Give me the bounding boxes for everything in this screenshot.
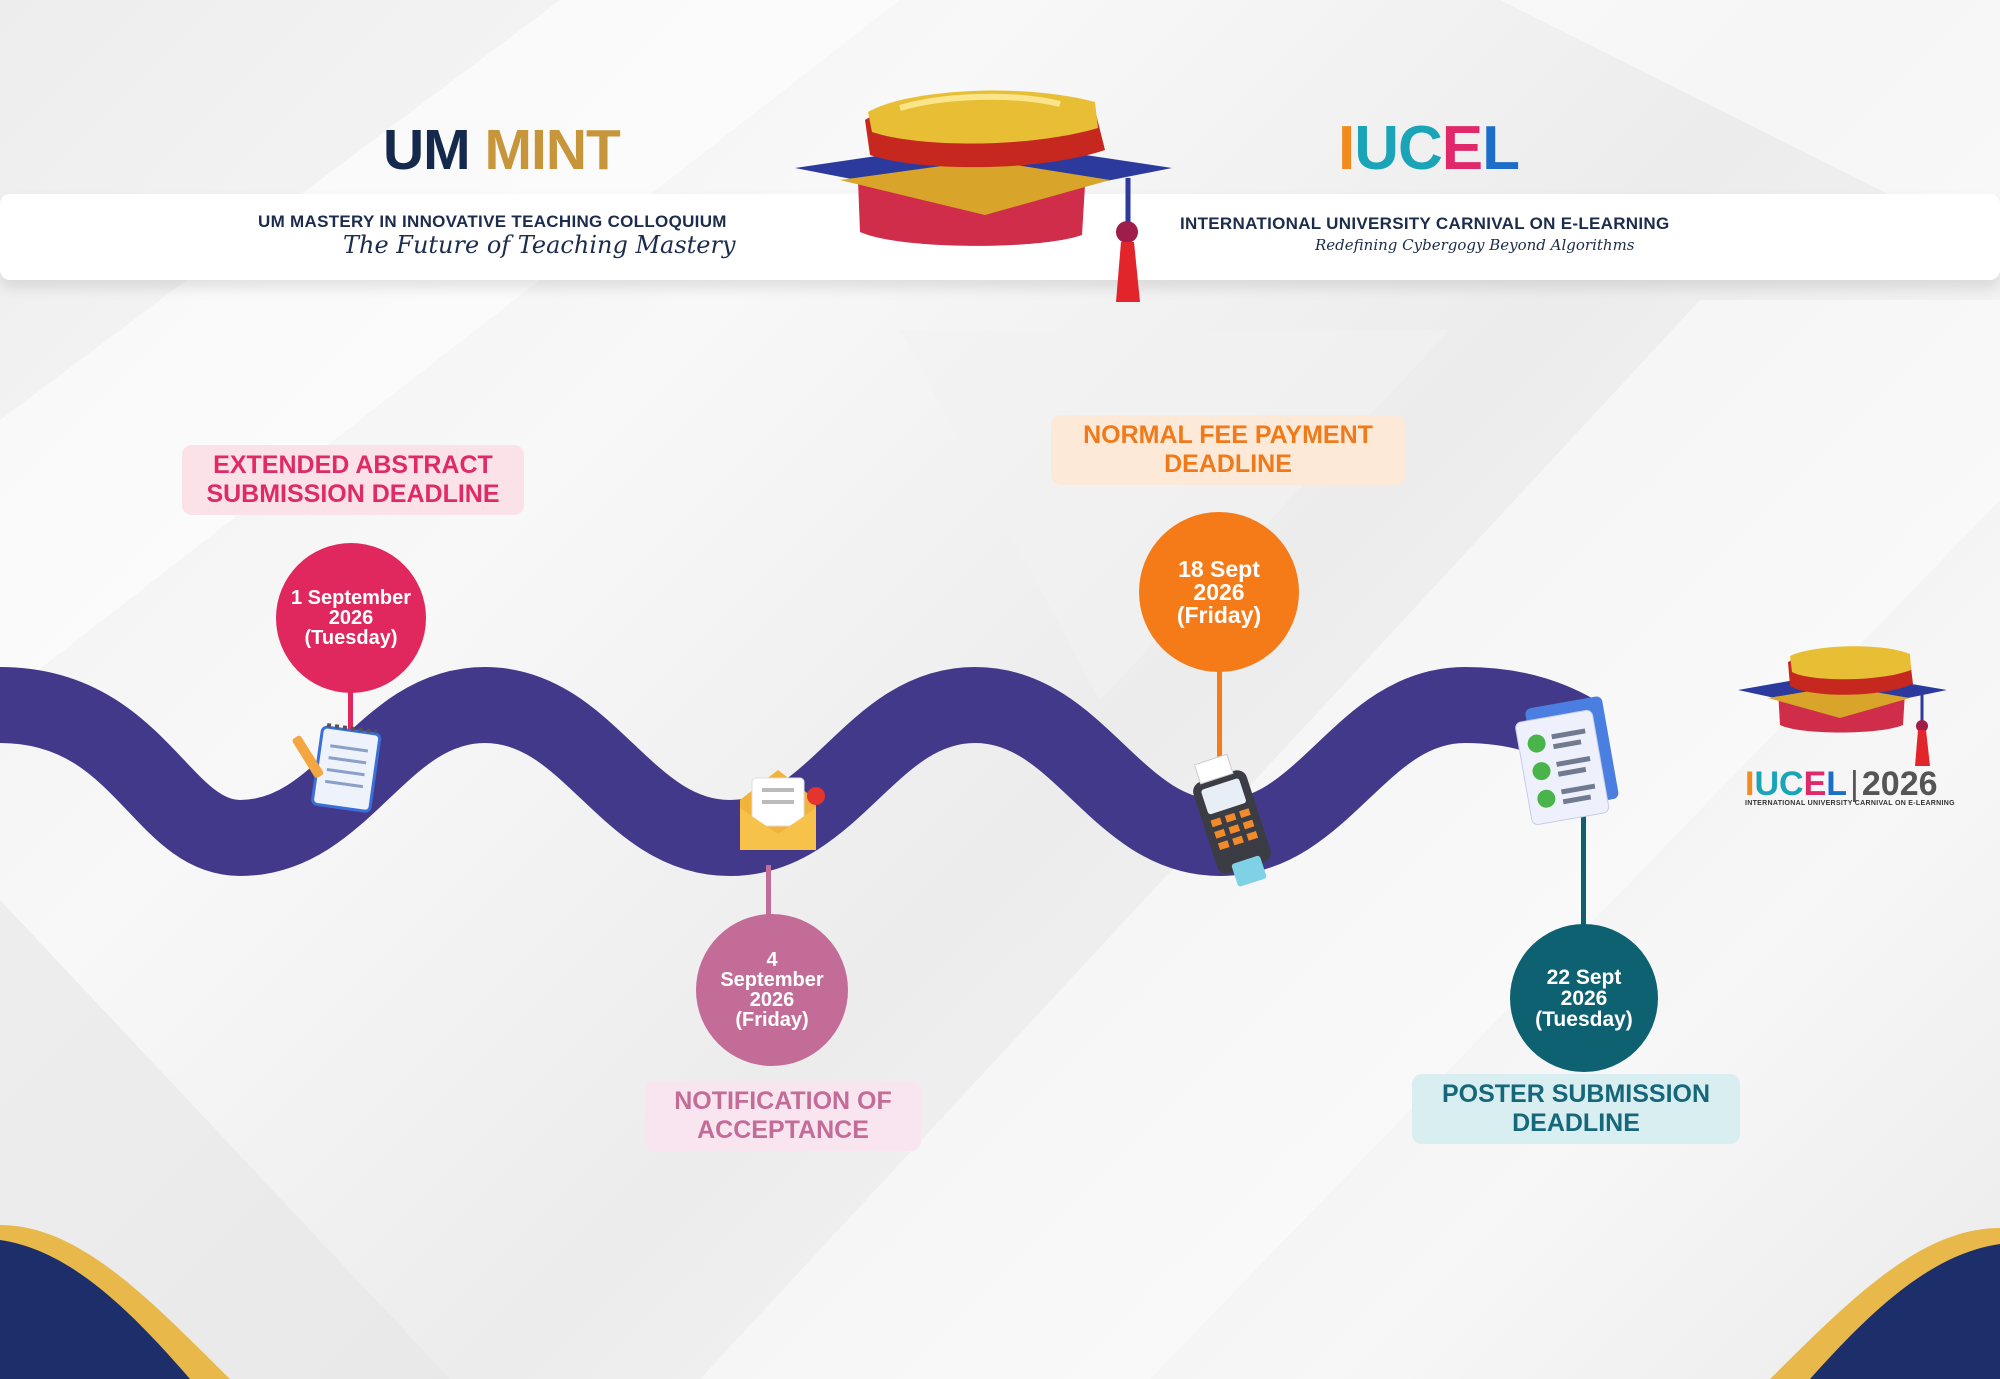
checklist-document-icon (1515, 696, 1619, 826)
milestone-2-title: NOTIFICATION OF ACCEPTANCE (645, 1081, 921, 1151)
milestone-3-date-badge: 18 Sept 2026 (Friday) (1139, 512, 1299, 672)
stem-1 (348, 690, 353, 735)
envelope-notification-icon (740, 770, 825, 850)
um-mint-title: UM MASTERY IN INNOVATIVE TEACHING COLLOQ… (258, 212, 727, 231)
milestone-3-title: NORMAL FEE PAYMENT DEADLINE (1051, 415, 1405, 485)
stem-4 (1581, 815, 1586, 927)
um-mint-tagline: The Future of Teaching Mastery (343, 231, 736, 259)
iucel-logo: IUCEL (1338, 114, 1520, 183)
iucel-2026-logo: IUCEL|2026 (1745, 765, 1938, 803)
um-mint-logo: UM MINT (383, 118, 621, 182)
iucel-title: INTERNATIONAL UNIVERSITY CARNIVAL ON E-L… (1180, 214, 1670, 233)
graduation-cap-icon (795, 90, 1172, 302)
small-graduation-cap-icon (1738, 646, 1947, 766)
notepad-pencil-icon (292, 723, 382, 813)
milestone-2-date-badge: 4 September 2026 (Friday) (696, 914, 848, 1066)
milestone-4-title: POSTER SUBMISSION DEADLINE (1412, 1074, 1740, 1144)
milestone-1-date-badge: 1 September 2026 (Tuesday) (276, 543, 426, 693)
stem-2 (766, 865, 771, 917)
stem-3 (1217, 668, 1222, 778)
iucel-2026-subtitle: INTERNATIONAL UNIVERSITY CARNIVAL ON E-L… (1745, 800, 1955, 807)
card-terminal-icon (1193, 753, 1271, 887)
milestone-1-title: EXTENDED ABSTRACT SUBMISSION DEADLINE (182, 445, 524, 515)
milestone-4-date-badge: 22 Sept 2026 (Tuesday) (1510, 924, 1658, 1072)
iucel-tagline: Redefining Cybergogy Beyond Algorithms (1315, 236, 1635, 254)
